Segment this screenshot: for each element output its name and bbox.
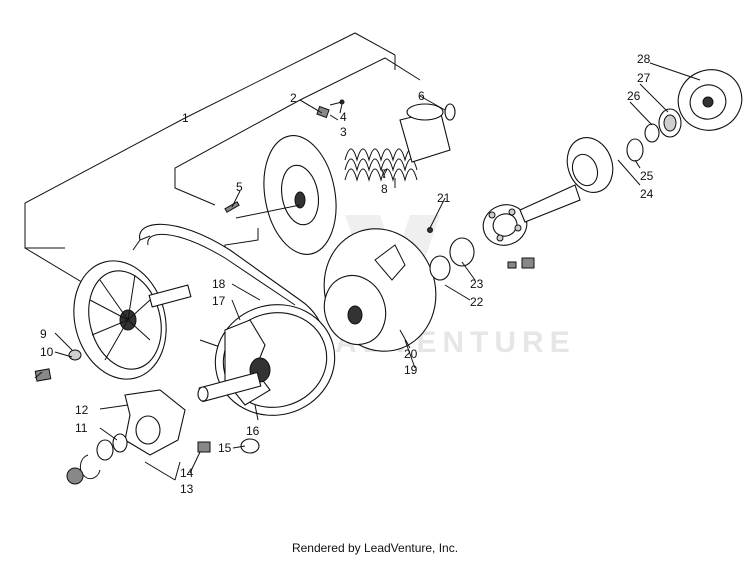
callout-14: 14 xyxy=(180,466,194,480)
driven-clutch-right xyxy=(197,304,336,416)
callout-7: 7 xyxy=(381,167,388,181)
callout-15: 15 xyxy=(218,441,232,455)
callout-26: 26 xyxy=(627,89,641,103)
bearing-26-27 xyxy=(644,108,682,143)
callout-17: 17 xyxy=(212,294,226,308)
callout-1: 1 xyxy=(182,111,189,125)
callout-3: 3 xyxy=(340,125,347,139)
callout-27: 27 xyxy=(637,71,651,85)
housing-28 xyxy=(677,69,743,131)
drive-clutch-sheave xyxy=(235,135,337,255)
ring-25 xyxy=(626,138,644,162)
callout-5: 5 xyxy=(236,180,243,194)
callout-4: 4 xyxy=(340,110,347,124)
callout-9: 9 xyxy=(40,327,47,341)
callout-16: 16 xyxy=(246,424,260,438)
callout-28: 28 xyxy=(637,52,651,66)
callout-20: 20 xyxy=(404,347,418,361)
bearing-22-23 xyxy=(429,204,528,281)
callout-22: 22 xyxy=(470,295,484,309)
callout-6: 6 xyxy=(418,89,425,103)
shaft-24 xyxy=(519,137,614,223)
spring-cap xyxy=(399,103,456,163)
callout-11: 11 xyxy=(75,421,88,435)
callout-25: 25 xyxy=(640,169,654,183)
callout-23: 23 xyxy=(470,277,484,291)
callout-19: 19 xyxy=(404,363,418,377)
callout-8: 8 xyxy=(381,182,388,196)
sheave-19-20 xyxy=(323,228,437,352)
driven-clutch-left xyxy=(73,260,192,380)
hardware-3-4-5 xyxy=(224,99,345,213)
leader-lines xyxy=(34,62,701,481)
callout-10: 10 xyxy=(40,345,54,359)
callout-24: 24 xyxy=(640,187,654,201)
callout-12: 12 xyxy=(75,403,89,417)
callout-21: 21 xyxy=(437,191,451,205)
cam-assembly xyxy=(34,349,260,485)
callout-labels: 1 2 3 4 5 6 7 8 9 10 11 12 13 14 15 16 1… xyxy=(40,52,654,496)
callout-18: 18 xyxy=(212,277,226,291)
callout-2: 2 xyxy=(290,91,297,105)
callout-13: 13 xyxy=(180,482,194,496)
spring xyxy=(344,148,418,182)
footer-credit: Rendered by LeadVenture, Inc. xyxy=(291,541,459,555)
